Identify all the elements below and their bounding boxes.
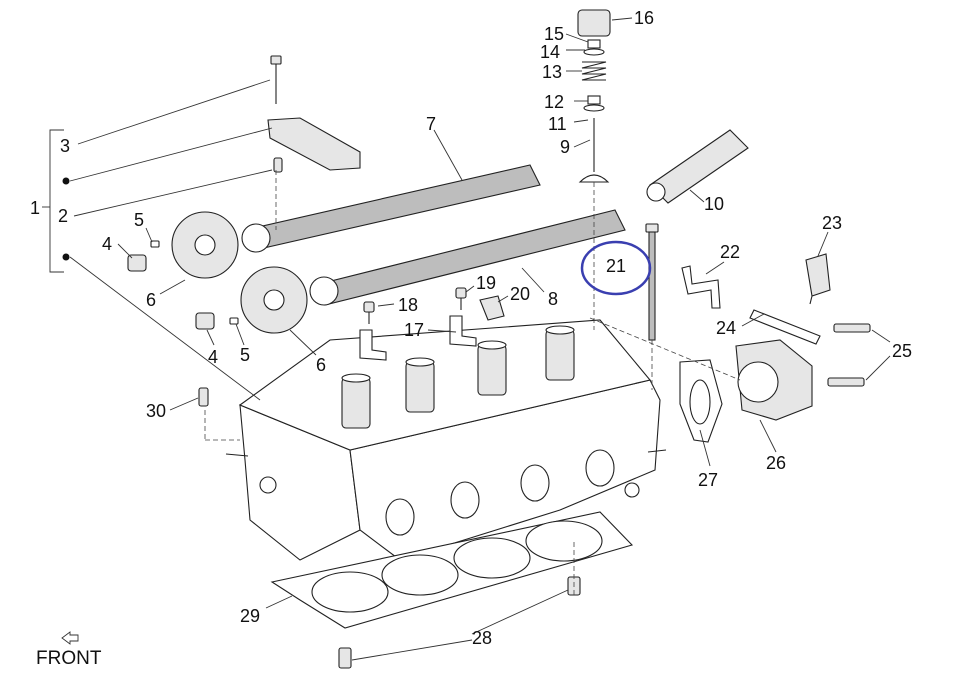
head-bolt: [645, 223, 659, 341]
label-4-upper: 4: [102, 234, 112, 254]
follower-10: [646, 129, 749, 204]
head-gasket: [270, 511, 634, 629]
bracket-22: [681, 265, 721, 309]
stud-30: [198, 387, 209, 407]
strap-24: [749, 309, 821, 345]
label-27: 27: [698, 470, 718, 490]
label-6-right: 6: [316, 355, 326, 375]
housing-gasket: [679, 359, 723, 443]
front-label: FRONT: [36, 648, 102, 669]
label-28: 28: [472, 628, 492, 648]
small-brackets: [359, 287, 505, 361]
label-5-lower: 5: [240, 345, 250, 365]
cylinder-head: [225, 319, 667, 561]
label-16: 16: [634, 8, 654, 28]
callout-labels: 1 2 3 4 4 5 5 6 6 7 8 9 10 11 12 13 14 1…: [30, 8, 912, 648]
dashed-guides: [204, 170, 741, 595]
valve-assembly: [577, 9, 611, 183]
highlight-circle: [580, 240, 652, 296]
label-23: 23: [822, 213, 842, 233]
group-bracket: [42, 129, 70, 273]
label-5-upper: 5: [134, 210, 144, 230]
dowel-pins: [338, 576, 581, 669]
label-30: 30: [146, 401, 166, 421]
label-12: 12: [544, 92, 564, 112]
label-26: 26: [766, 453, 786, 473]
label-25: 25: [892, 341, 912, 361]
cam-sprockets: [171, 211, 308, 334]
label-20: 20: [510, 284, 530, 304]
camshafts: [241, 164, 626, 306]
front-arrow-icon: [61, 631, 79, 645]
label-24: 24: [716, 318, 736, 338]
front-indicator: FRONT: [36, 631, 102, 669]
thermostat-housing: [735, 339, 813, 421]
sensor-23: [805, 253, 831, 305]
label-11: 11: [548, 114, 567, 134]
label-7: 7: [426, 114, 436, 134]
label-14: 14: [540, 42, 560, 62]
label-2: 2: [58, 206, 68, 226]
label-4-lower: 4: [208, 347, 218, 367]
camshaft-cap: [267, 55, 361, 173]
label-29: 29: [240, 606, 260, 626]
label-10: 10: [704, 194, 724, 214]
label-9: 9: [560, 137, 570, 157]
label-15: 15: [544, 24, 564, 44]
label-18: 18: [398, 295, 418, 315]
label-22: 22: [720, 242, 740, 262]
label-21: 21: [606, 256, 626, 276]
sprocket-bolts: [127, 240, 239, 330]
label-3: 3: [60, 136, 70, 156]
leader-lines: [69, 17, 891, 661]
housing-bolts: [827, 323, 871, 387]
label-17: 17: [404, 320, 424, 340]
label-19: 19: [476, 273, 496, 293]
label-13: 13: [542, 62, 562, 82]
label-1: 1: [30, 198, 40, 218]
label-8: 8: [548, 289, 558, 309]
label-6-left: 6: [146, 290, 156, 310]
